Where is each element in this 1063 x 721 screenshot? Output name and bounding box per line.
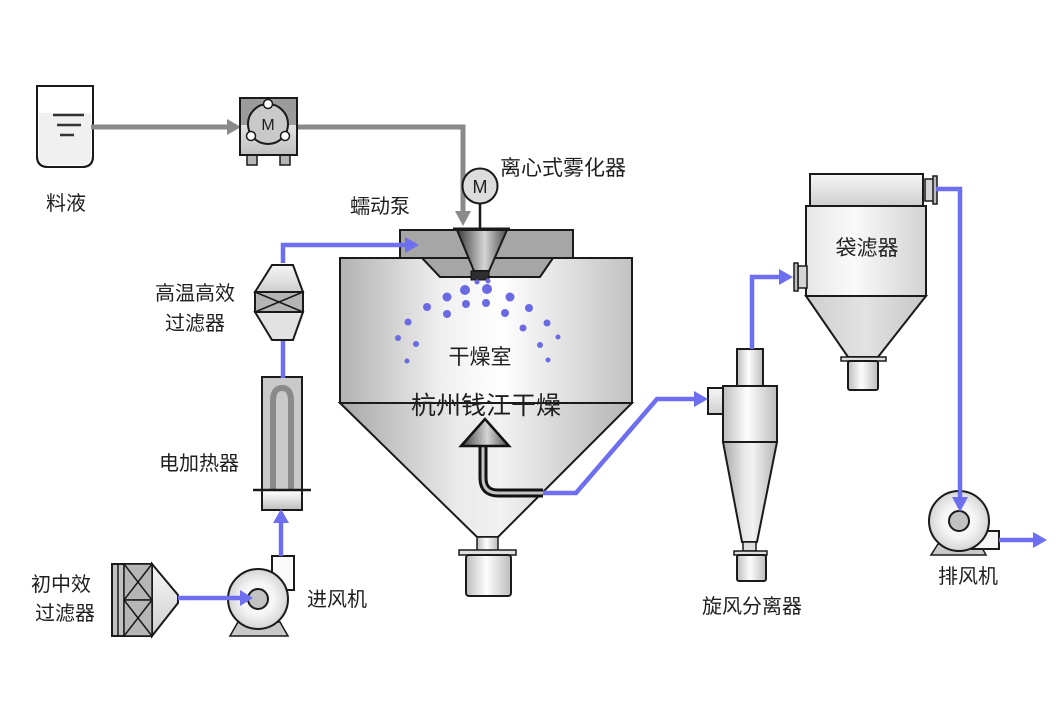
spray-dot [442, 292, 452, 302]
bagfilter-body [805, 205, 927, 297]
heating-element-u-tube [270, 384, 294, 490]
spray-dot [482, 299, 490, 307]
spray-dot [485, 278, 491, 284]
cyclone-vortex-tube [736, 348, 764, 388]
spray-dot [555, 334, 561, 340]
spray-dot [395, 335, 401, 341]
prefilter-cross-line [123, 563, 153, 601]
hepa-bottom-cone [253, 311, 305, 341]
blue-arrowhead-icon [1033, 532, 1047, 548]
gray-arrowhead-icon [227, 119, 241, 135]
pump-body-outline [239, 97, 298, 156]
atomizer-motor-letter: M [473, 177, 488, 197]
spray-dot [462, 300, 470, 308]
spray-dot [404, 318, 412, 326]
blue-pipe [280, 242, 405, 263]
spray-dot [505, 292, 515, 302]
bagfilter-header [809, 173, 924, 207]
spray-dot [543, 319, 551, 327]
cyclone-collection-pot [736, 554, 767, 582]
spray-dot [525, 304, 533, 312]
hepa-filter: 高温高效 过滤器 [155, 264, 305, 341]
cyclone-cone [721, 441, 779, 543]
peristaltic-pump: M 蠕动泵 [239, 97, 410, 218]
bagfilter-inlet-nozzle [797, 265, 808, 289]
spray-dot [443, 310, 451, 318]
exhaust-fan-hub [948, 510, 970, 532]
blue-pipe [936, 186, 963, 497]
bagfilter-label: 袋滤器 [836, 237, 899, 260]
pump-label: 蠕动泵 [350, 195, 410, 218]
beaker-liquid [39, 113, 91, 165]
spray-dot [423, 303, 431, 311]
prefilter-cross-line [123, 599, 153, 637]
heater-base-band [263, 491, 301, 509]
airflow-up-arrow-icon [458, 417, 512, 448]
blue-arrowhead-icon [779, 269, 793, 285]
blue-pipe [749, 274, 779, 349]
prefilter-label-line1: 初中效 [31, 573, 91, 596]
pump-motor-letter: M [261, 117, 274, 134]
feed-tank: 料液 [36, 85, 94, 215]
spray-dot [519, 324, 527, 332]
hepa-label-line1: 高温高效 [155, 282, 235, 305]
pump-foot [246, 154, 258, 166]
chamber-label: 干燥室 [449, 346, 512, 369]
pump-roller [262, 98, 274, 110]
spray-dot [545, 357, 551, 363]
cyclone-separator: 旋风分离器 [702, 348, 802, 618]
watermark-text: 杭州钱江干燥 [411, 392, 561, 420]
pump-roller [279, 130, 291, 142]
bagfilter-collection-pot [847, 360, 879, 391]
gray-arrowhead-down-icon [455, 211, 471, 226]
blue-arrowhead-up-icon [273, 509, 289, 523]
blue-arrowhead-down-icon [952, 497, 968, 512]
cyclone-label: 旋风分离器 [702, 595, 802, 618]
electric-heater: 电加热器 [159, 376, 311, 511]
cyclone-neck [742, 541, 757, 552]
inlet-fan-label: 进风机 [307, 588, 367, 611]
hepa-top-cone [253, 264, 305, 293]
bag-filter: 袋滤器 [793, 173, 938, 391]
pump-roller [245, 130, 257, 142]
heater-label: 电加热器 [159, 452, 239, 475]
bagfilter-cone [804, 295, 929, 358]
hepa-label-line2: 过滤器 [165, 312, 225, 335]
spray-dot [413, 341, 419, 347]
feed-pipe-1 [91, 119, 241, 135]
blue-arrowhead-icon [694, 391, 708, 407]
prefilter-label-line2: 过滤器 [35, 602, 95, 625]
cyclone-inlet-box [707, 387, 725, 415]
spray-dot [482, 284, 492, 294]
spray-dot [537, 342, 543, 348]
air-pipes [178, 186, 1047, 606]
prefilter: 初中效 过滤器 [31, 561, 179, 639]
spray-dot [501, 309, 509, 317]
beaker-outline [36, 85, 94, 168]
chamber-discharge-neck [476, 536, 499, 552]
atomizer-label: 离心式雾化器 [500, 157, 626, 180]
chamber-outlet-duct-highlight [481, 444, 543, 495]
blue-pipe [543, 396, 694, 496]
spray-dot [460, 285, 470, 295]
atomizer-tip [470, 270, 490, 281]
exhaust-fan: 排风机 [928, 490, 1000, 588]
spray-dot [404, 358, 410, 364]
hepa-cross-line [254, 291, 304, 313]
prefilter-cone [151, 561, 179, 639]
chamber-collection-pot [465, 554, 512, 597]
blue-arrowhead-icon [240, 590, 253, 606]
feed-label: 料液 [46, 192, 86, 215]
spray-droplets [395, 278, 561, 364]
blue-arrowhead-icon [405, 237, 419, 253]
cyclone-body [722, 385, 778, 443]
drying-chamber: M 离心式雾化器 干燥室 杭州钱江干燥 [337, 157, 635, 597]
exhaust-fan-label: 排风机 [938, 565, 998, 588]
spray-dot [474, 279, 480, 285]
pump-foot [279, 154, 291, 166]
atomizer-motor [461, 167, 499, 205]
bagfilter-inlet-flange [793, 262, 799, 292]
